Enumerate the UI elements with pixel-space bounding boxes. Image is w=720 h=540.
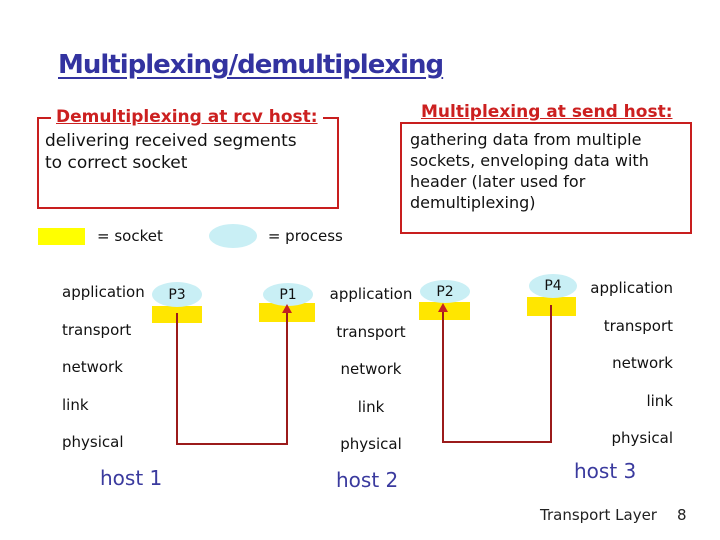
- host2-layer-stack: application transport network link physi…: [327, 285, 415, 473]
- arrowhead-into-p2-socket-icon: [438, 303, 448, 312]
- socket-swatch-icon: [38, 227, 85, 245]
- segment-path-host1-to-host2: [176, 313, 288, 445]
- socket-legend-label: = socket: [97, 227, 163, 245]
- process-label-p1: P1: [279, 286, 297, 303]
- host2-layer-application: application: [329, 285, 413, 303]
- process-swatch-icon: [208, 224, 257, 248]
- legend: = socket = process: [38, 223, 343, 249]
- host2-layer-link: link: [357, 397, 385, 416]
- process-ellipse-p2: P2: [420, 280, 470, 303]
- demux-body-text: delivering received segments to correct …: [45, 131, 297, 173]
- arrowhead-into-p1-socket-icon: [282, 304, 292, 313]
- demux-heading: Demultiplexing at rcv host:: [51, 107, 323, 127]
- process-label-p2: P2: [436, 283, 454, 300]
- mux-heading: Multiplexing at send host:: [416, 102, 678, 122]
- process-label-p4: P4: [544, 278, 562, 294]
- host3-layer-network: network: [612, 354, 673, 372]
- host3-caption: host 3: [574, 459, 637, 483]
- footer-section-label: Transport Layer: [540, 506, 657, 524]
- slide-title: Multiplexing/demultiplexing: [58, 50, 444, 80]
- host3-layer-stack: application transport network link physi…: [558, 279, 673, 467]
- host3-layer-transport: transport: [603, 316, 673, 335]
- host1-layer-stack: application transport network link physi…: [62, 283, 145, 471]
- process-legend-label: = process: [267, 227, 343, 245]
- footer-page-number: 8: [677, 506, 687, 524]
- host3-layer-physical: physical: [611, 429, 674, 447]
- host2-caption: host 2: [336, 468, 399, 492]
- host1-layer-link: link: [62, 395, 89, 414]
- process-ellipse-p1: P1: [263, 283, 313, 306]
- host1-layer-application: application: [62, 283, 145, 301]
- segment-path-host3-to-host2: [442, 305, 552, 443]
- host3-layer-link: link: [646, 391, 673, 410]
- host1-caption: host 1: [100, 466, 163, 490]
- host1-layer-physical: physical: [62, 433, 124, 451]
- host1-layer-transport: transport: [62, 320, 132, 339]
- host2-layer-network: network: [340, 360, 402, 378]
- host2-layer-transport: transport: [336, 322, 406, 341]
- host1-layer-network: network: [62, 358, 123, 376]
- demux-callout-box: Demultiplexing at rcv host: delivering r…: [37, 107, 339, 209]
- mux-callout-box: Multiplexing at send host: gathering dat…: [400, 102, 692, 234]
- process-label-p3: P3: [168, 286, 186, 303]
- host2-layer-physical: physical: [340, 435, 402, 453]
- process-ellipse-p3: P3: [152, 282, 202, 307]
- mux-body-text: gathering data from multiple sockets, en…: [410, 130, 649, 213]
- process-ellipse-p4: P4: [529, 274, 577, 298]
- host3-layer-application: application: [590, 279, 673, 297]
